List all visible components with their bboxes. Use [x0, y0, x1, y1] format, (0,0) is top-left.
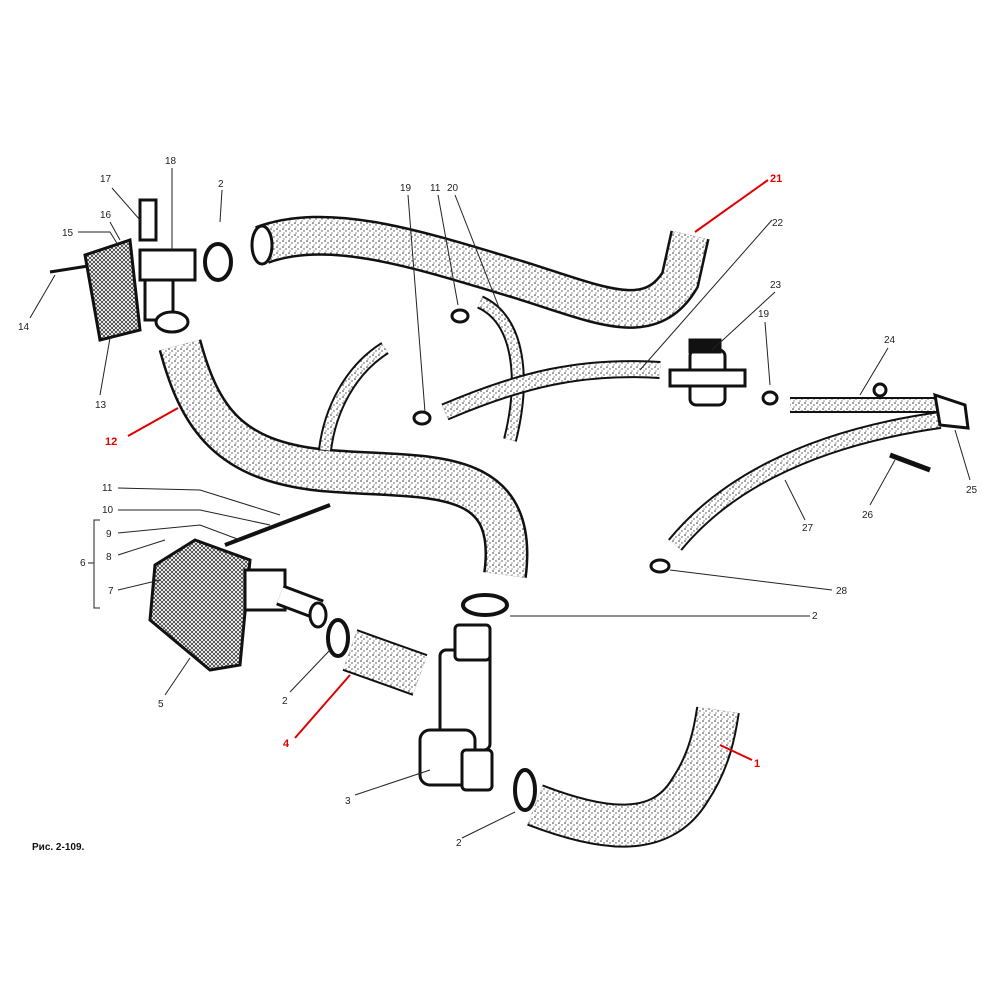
label-19b: 19 [758, 309, 770, 320]
label-11: 11 [430, 183, 441, 194]
label-1: 1 [754, 758, 760, 770]
label-23: 23 [770, 280, 782, 291]
label-17: 17 [100, 174, 112, 185]
label-9: 9 [106, 529, 112, 540]
label-24: 24 [884, 335, 896, 346]
figure-caption: Рис. 2-109. [32, 842, 85, 853]
label-15: 15 [62, 228, 74, 239]
label-19: 19 [400, 183, 412, 194]
label-16: 16 [100, 210, 112, 221]
label-2c: 2 [282, 696, 288, 707]
label-2: 2 [218, 179, 224, 190]
label-13: 13 [95, 400, 107, 411]
label-20: 20 [447, 183, 459, 194]
hose-20 [476, 295, 525, 442]
hose-22 [441, 360, 661, 421]
label-28: 28 [836, 586, 848, 597]
label-4: 4 [283, 738, 290, 750]
label-18: 18 [165, 156, 177, 167]
label-22: 22 [772, 218, 784, 229]
label-5: 5 [158, 699, 164, 710]
hose-12 [158, 339, 529, 578]
label-2d: 2 [456, 838, 462, 849]
hose-21 [250, 215, 710, 329]
label-11b: 11 [102, 483, 113, 494]
label-7: 7 [108, 586, 114, 597]
leader-lines [29, 168, 971, 839]
tee-fitting-3 [326, 593, 537, 812]
label-6: 6 [80, 558, 86, 569]
label-12: 12 [105, 436, 117, 448]
thermostat-housing [49, 198, 233, 342]
hose-4 [342, 629, 428, 696]
bracket-25 [889, 392, 970, 473]
hose-clamps [412, 308, 888, 574]
label-21: 21 [770, 173, 782, 185]
red-leader-lines [127, 179, 769, 761]
hose-vertical [318, 342, 389, 451]
label-14: 14 [18, 322, 30, 333]
label-26: 26 [862, 510, 874, 521]
label-2b: 2 [812, 611, 818, 622]
hose-1 [527, 706, 740, 848]
label-27: 27 [802, 523, 814, 534]
label-8: 8 [106, 552, 112, 563]
heater-valve-23 [668, 338, 747, 407]
part-labels: 17 18 16 15 14 13 2 19 11 20 21 22 23 19… [18, 156, 978, 853]
label-25: 25 [966, 485, 978, 496]
label-3: 3 [345, 796, 351, 807]
hose-27 [668, 411, 942, 551]
water-pump-housing [148, 503, 331, 672]
label-10: 10 [102, 505, 114, 516]
